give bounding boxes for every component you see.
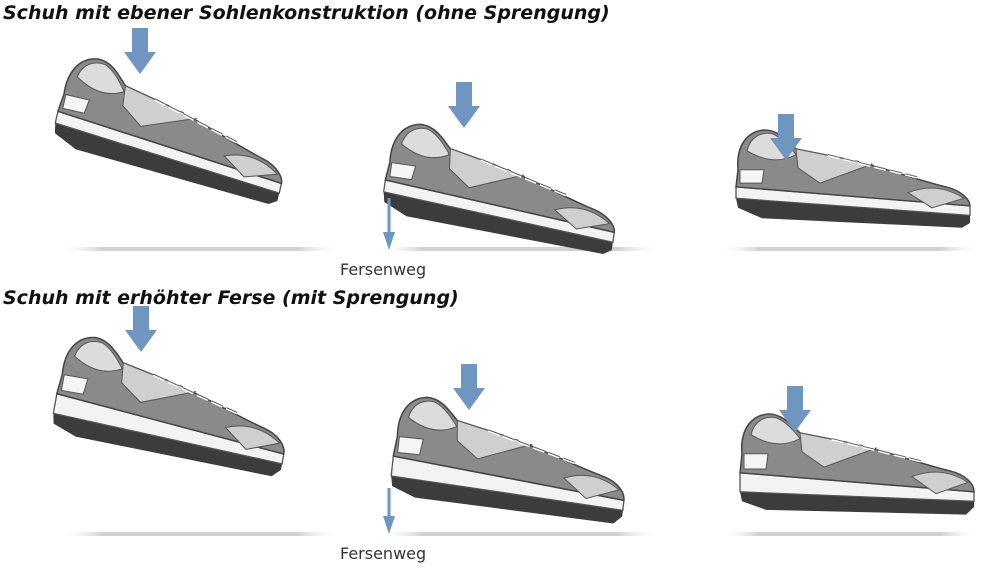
row-title-raised-heel: Schuh mit erhöhter Ferse (mit Sprengung) xyxy=(3,287,459,309)
down-arrow-icon xyxy=(448,82,480,128)
shoe-flat-midstance xyxy=(377,118,628,258)
thin-down-arrow-icon xyxy=(383,488,395,534)
heel-path-label: Fersenweg xyxy=(340,260,427,279)
heel-path-label: Fersenweg xyxy=(340,544,427,563)
shoe-raised-flat-foot xyxy=(738,411,976,517)
down-arrow-icon xyxy=(124,28,156,74)
ground-lines xyxy=(60,247,980,536)
shoe-raised-midstance xyxy=(386,392,635,527)
shoe-flat-heel-strike xyxy=(46,50,302,208)
thin-down-arrow-icon xyxy=(383,198,395,250)
down-arrow-icon xyxy=(125,306,157,352)
shoe-flat-flat-foot xyxy=(734,127,972,230)
row-title-flat-sole: Schuh mit ebener Sohlenkonstruktion (ohn… xyxy=(3,2,610,24)
down-arrow-icon xyxy=(453,364,485,410)
shoe-raised-heel-strike xyxy=(47,330,301,480)
